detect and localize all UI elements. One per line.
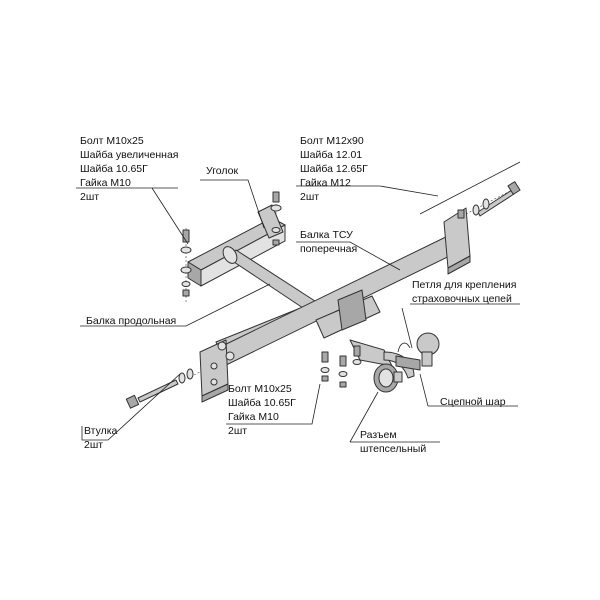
right-beam-hardware xyxy=(457,181,521,219)
left-bracket-hardware xyxy=(180,191,282,302)
leader-lines xyxy=(76,161,521,443)
callout-vtulka: Втулка 2шт xyxy=(84,424,117,452)
callout-shar: Сцепной шар xyxy=(440,395,506,409)
callout-bolt-right: Болт М12х90 Шайба 12.01 Шайба 12.65Г Гай… xyxy=(300,134,368,204)
callout-line: Гайка М10 xyxy=(228,411,279,423)
callout-line: Уголок xyxy=(206,165,239,177)
safety-chain-loop xyxy=(397,342,411,353)
callout-bolt-left: Болт М10х25 Шайба увеличенная Шайба 10.6… xyxy=(80,134,178,204)
callout-line: 2шт xyxy=(228,425,248,437)
callout-line: Шайба 10.65Г xyxy=(80,163,148,175)
callout-line: Сцепной шар xyxy=(440,396,506,408)
callout-line: Балка ТСУ xyxy=(300,229,353,241)
callout-line: Болт М10х25 xyxy=(228,383,292,395)
callout-line: Шайба 12.01 xyxy=(300,149,363,161)
callout-line: Болт М12х90 xyxy=(300,135,364,147)
callout-line: Петля для крепления xyxy=(412,279,517,291)
callout-line: Шайба 10.65Г xyxy=(228,397,296,409)
callout-line: 2шт xyxy=(300,191,320,203)
callout-line: поперечная xyxy=(300,243,358,255)
callout-line: Гайка М12 xyxy=(300,177,351,189)
center-mount-hardware xyxy=(320,345,362,388)
callout-line: Балка продольная xyxy=(86,315,177,327)
callout-razem: Разъем штепсельный xyxy=(360,428,426,456)
callout-balka-tsu: Балка ТСУ поперечная xyxy=(300,228,357,256)
callout-bolt-bottom: Болт М10х25 Шайба 10.65Г Гайка М10 2шт xyxy=(228,382,296,438)
tow-ball xyxy=(383,332,440,379)
callout-line: страховочных цепей xyxy=(412,293,512,305)
callout-line: Втулка xyxy=(84,425,118,437)
callout-line: 2шт xyxy=(80,191,100,203)
callout-line: Шайба 12.65Г xyxy=(300,163,368,175)
callout-line: 2шт xyxy=(84,439,104,451)
callout-balka-prod: Балка продольная xyxy=(86,314,176,328)
callout-line: Разъем xyxy=(360,429,397,441)
callout-ugolok: Уголок xyxy=(206,164,238,178)
callout-petlya: Петля для крепления страховочных цепей xyxy=(412,278,516,306)
callout-line: Болт М10х25 xyxy=(80,135,144,147)
callout-line: Шайба увеличенная xyxy=(80,149,179,161)
callout-line: Гайка М10 xyxy=(80,177,131,189)
callout-line: штепсельный xyxy=(360,443,427,455)
electrical-socket xyxy=(373,363,403,393)
